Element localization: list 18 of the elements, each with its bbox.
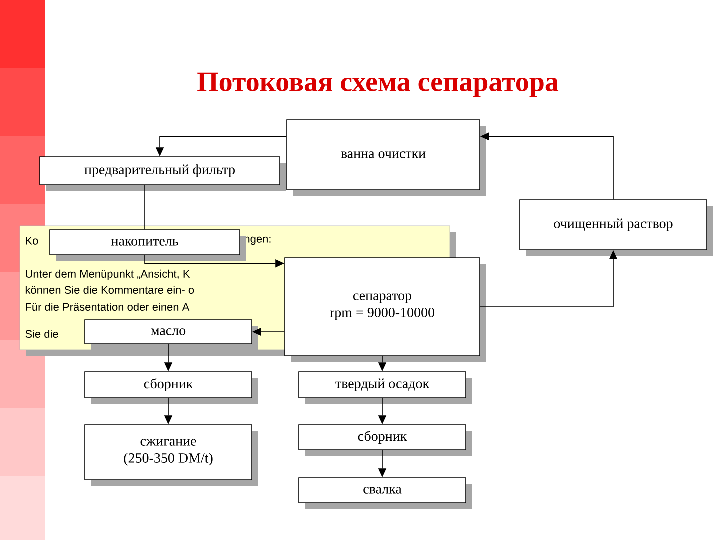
title: Потоковая схема сепаратора [198, 72, 559, 98]
process-box: сборник [298, 424, 472, 456]
process-box: сборник [84, 372, 258, 404]
comment-text: Unter dem Menüpunkt „Ansicht, K [26, 270, 190, 280]
comment-text: Für die Präsentation oder einen A [26, 302, 190, 312]
comment-text: können Sie die Kommentare ein- o [26, 286, 194, 294]
node-label: масло [151, 328, 186, 336]
comment-text: Sie die [26, 330, 58, 338]
process-box: масло [84, 320, 258, 350]
process-box: сжигание (250-350 DM/t) [84, 424, 258, 486]
process-box: накопитель [50, 230, 246, 261]
process-box: очищенный раствор [520, 200, 713, 256]
process-box: свалка [298, 478, 472, 509]
process-box: ванна очистки [286, 120, 486, 196]
process-box: сепаратор rpm = 9000-10000 [284, 258, 486, 362]
comment-text: Ko [26, 237, 38, 245]
process-box: твердый осадок [298, 372, 472, 404]
process-box: предварительный фильтр [40, 156, 286, 191]
